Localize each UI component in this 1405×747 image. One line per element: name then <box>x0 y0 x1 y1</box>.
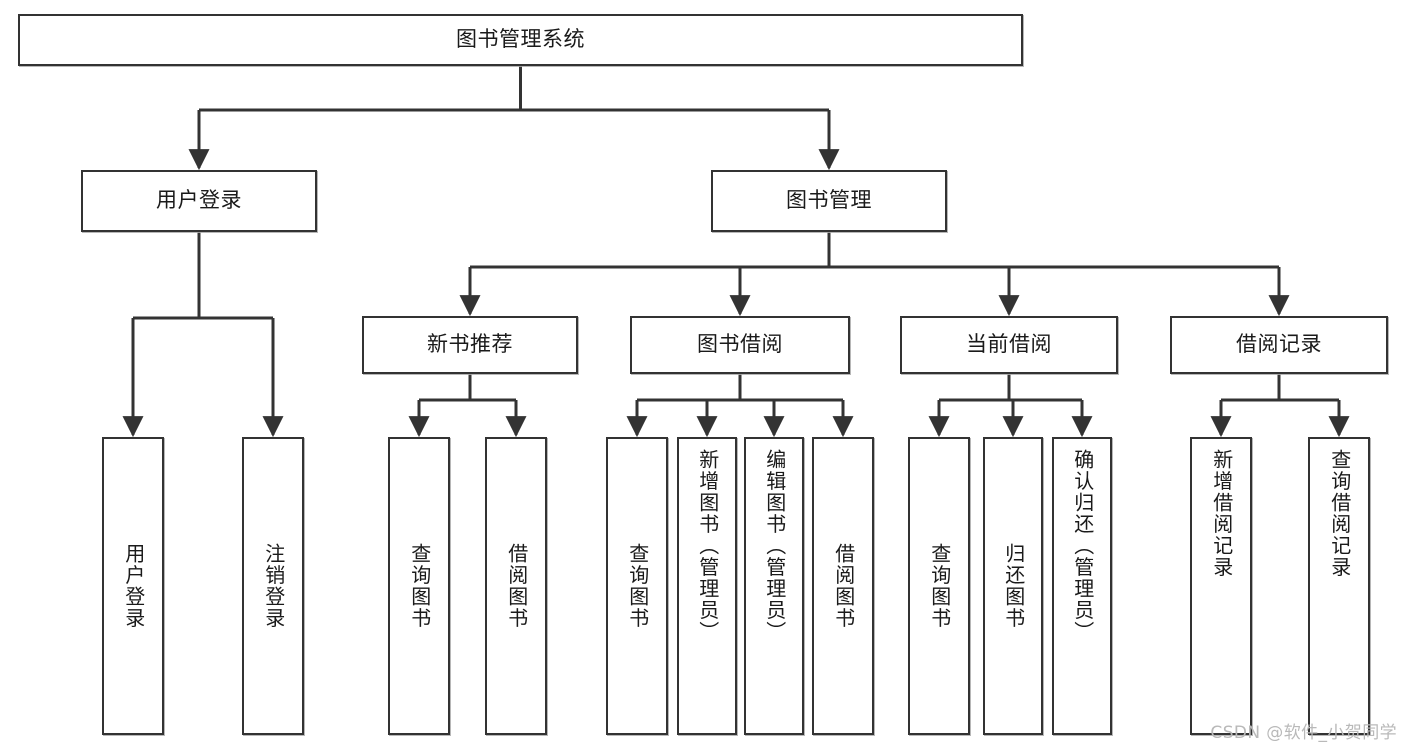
node-root[interactable]: 图书管理系统 <box>18 14 1023 66</box>
node-label: 图书管理系统 <box>456 27 585 52</box>
node-leaf-user-login[interactable]: 用户登录 <box>102 437 164 735</box>
node-label: 查询图书 <box>927 543 952 629</box>
node-label: 用户登录 <box>156 188 242 213</box>
csdn-watermark: CSDN @软件_小贺同学 <box>1210 723 1397 743</box>
node-label: 图书管理 <box>786 188 872 213</box>
node-label: 确认归还（管理员） <box>1070 449 1095 643</box>
node-label: 用户登录 <box>121 543 146 629</box>
node-user-login[interactable]: 用户登录 <box>81 170 317 232</box>
node-current-borrow[interactable]: 当前借阅 <box>900 316 1118 374</box>
node-leaf-query-book-rec[interactable]: 查询图书 <box>388 437 450 735</box>
node-borrow-record[interactable]: 借阅记录 <box>1170 316 1388 374</box>
node-label: 查询借阅记录 <box>1327 449 1352 578</box>
node-leaf-borrow-book-rec[interactable]: 借阅图书 <box>485 437 547 735</box>
node-leaf-query-book-borrow[interactable]: 查询图书 <box>606 437 668 735</box>
node-label: 借阅记录 <box>1236 332 1322 357</box>
node-label: 新增借阅记录 <box>1209 449 1234 578</box>
node-leaf-borrow-book[interactable]: 借阅图书 <box>812 437 874 735</box>
node-label: 注销登录 <box>261 543 286 629</box>
node-label: 当前借阅 <box>966 332 1052 357</box>
node-label: 编辑图书（管理员） <box>762 449 787 643</box>
node-leaf-return-book[interactable]: 归还图书 <box>983 437 1043 735</box>
node-label: 查询图书 <box>407 543 432 629</box>
node-label: 新书推荐 <box>427 332 513 357</box>
node-label: 归还图书 <box>1001 543 1026 629</box>
node-leaf-user-logout[interactable]: 注销登录 <box>242 437 304 735</box>
node-label: 借阅图书 <box>831 543 856 629</box>
node-leaf-query-record[interactable]: 查询借阅记录 <box>1308 437 1370 735</box>
node-label: 查询图书 <box>625 543 650 629</box>
node-leaf-confirm-return[interactable]: 确认归还（管理员） <box>1052 437 1112 735</box>
node-book-borrow[interactable]: 图书借阅 <box>630 316 850 374</box>
node-leaf-add-record[interactable]: 新增借阅记录 <box>1190 437 1252 735</box>
node-leaf-edit-book[interactable]: 编辑图书（管理员） <box>744 437 804 735</box>
node-label: 图书借阅 <box>697 332 783 357</box>
node-leaf-add-book[interactable]: 新增图书（管理员） <box>677 437 737 735</box>
node-new-book-recommend[interactable]: 新书推荐 <box>362 316 578 374</box>
node-label: 新增图书（管理员） <box>695 449 720 643</box>
node-label: 借阅图书 <box>504 543 529 629</box>
node-leaf-query-book-cur[interactable]: 查询图书 <box>908 437 970 735</box>
node-book-manage[interactable]: 图书管理 <box>711 170 947 232</box>
